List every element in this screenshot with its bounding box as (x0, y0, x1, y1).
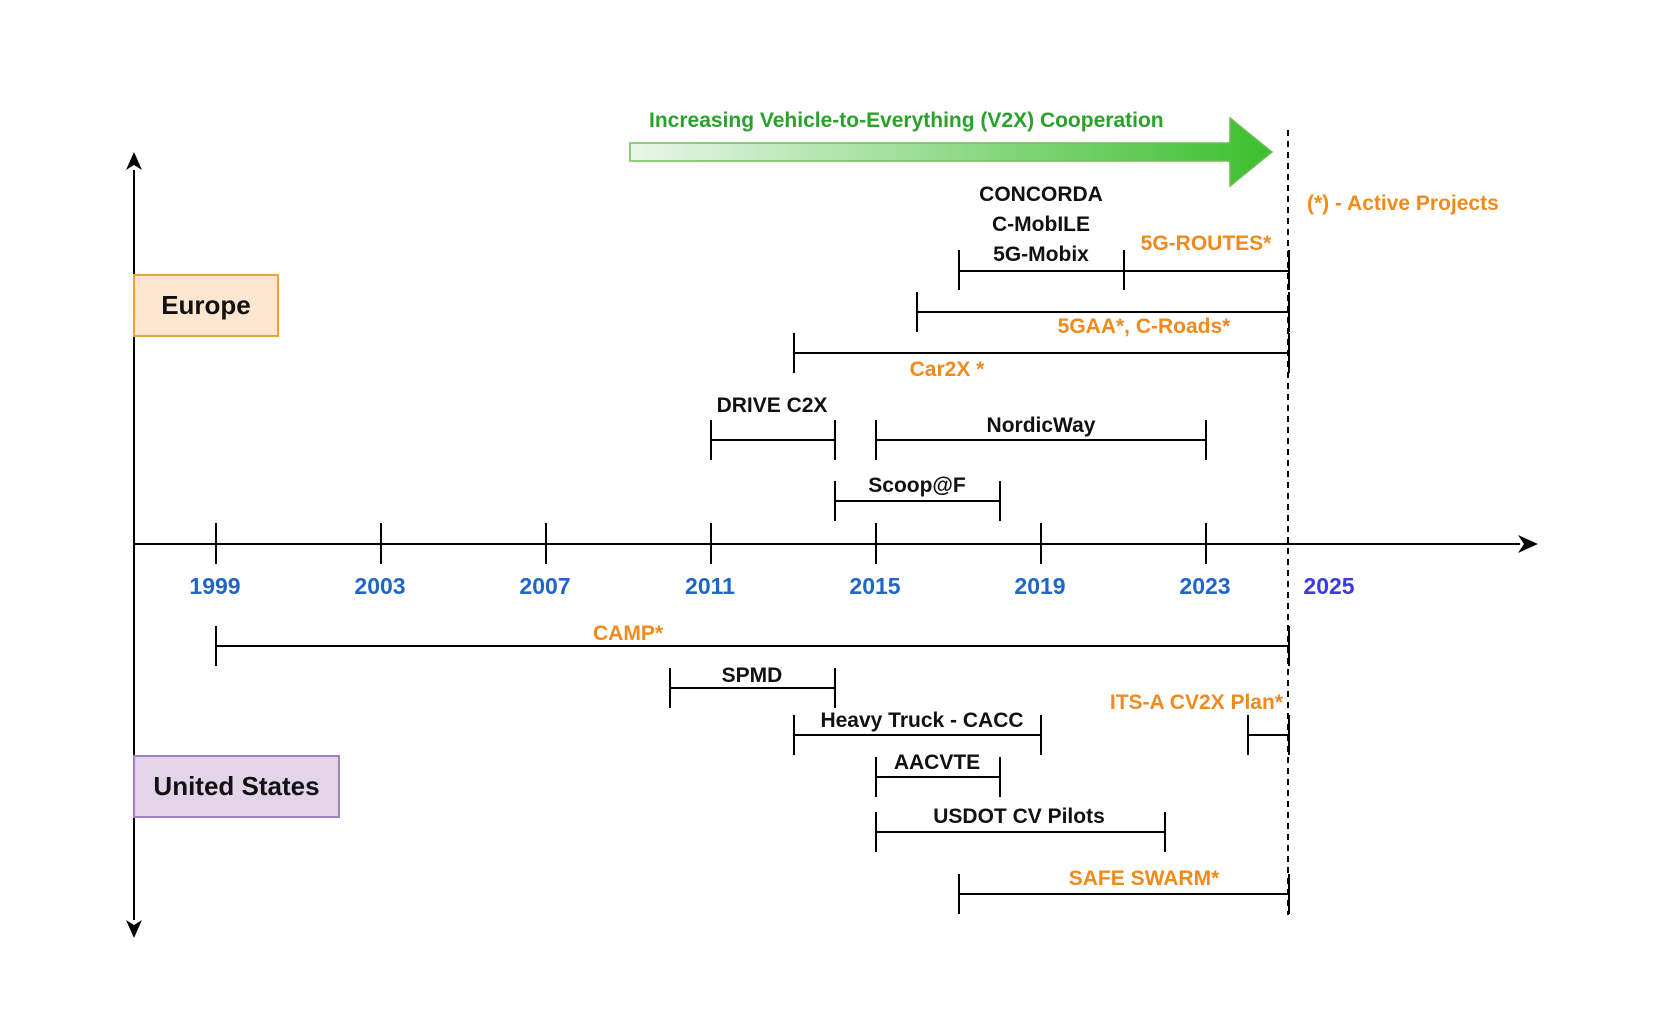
time-axis-arrow (1518, 535, 1538, 553)
project-car2x: Car2X * (909, 358, 985, 381)
region-united-states-label: United States (153, 771, 320, 801)
project-its-a-cv2x-plan: ITS-A CV2X Plan* (1109, 691, 1283, 714)
bar-drive-c2x (710, 420, 836, 460)
bar-usdot (875, 812, 1166, 852)
year-label-2019: 2019 (1014, 573, 1066, 599)
bar-5g-routes (1124, 250, 1290, 290)
project-nordicway: NordicWay (986, 414, 1096, 437)
project-concorda: CONCORDA (979, 183, 1103, 206)
year-label-2003: 2003 (354, 573, 406, 599)
bar-spmd (669, 668, 836, 708)
bar-safe-swarm (958, 874, 1290, 914)
bar-itsa (1247, 715, 1290, 755)
year-label-2011: 2011 (685, 573, 735, 599)
region-europe-label: Europe (161, 290, 251, 320)
bar-scoop (834, 481, 1001, 521)
year-label-2015: 2015 (849, 573, 901, 599)
project-camp: CAMP* (592, 622, 664, 645)
project-c-mobile: C-MobILE (992, 213, 1090, 236)
year-label-2007: 2007 (519, 573, 571, 599)
project-spmd: SPMD (721, 664, 783, 687)
project-drive-c2x: DRIVE C2X (716, 394, 828, 417)
bar-camp (215, 626, 1290, 666)
year-ticks (215, 523, 1207, 564)
vertical-axis-top-arrow (126, 152, 142, 170)
project-5g-mobix: 5G-Mobix (993, 243, 1089, 266)
region-europe: Europe (133, 274, 279, 337)
project-aacvte: AACVTE (893, 751, 981, 774)
bar-5gaa (916, 292, 1290, 332)
project-scoop-f: Scoop@F (868, 474, 966, 497)
bar-heavy-truck (793, 715, 1042, 755)
vertical-axis-bottom-arrow (126, 920, 142, 938)
year-label-1999: 1999 (189, 573, 241, 599)
trend-arrow (629, 116, 1274, 188)
year-label-2025: 2025 (1303, 573, 1355, 599)
year-label-2023: 2023 (1179, 573, 1231, 599)
project-heavy-truck-cacc: Heavy Truck - CACC (820, 709, 1024, 732)
region-united-states: United States (133, 755, 340, 818)
bar-car2x (793, 333, 1290, 373)
bar-nordicway (875, 420, 1207, 460)
project-5gaa-c-roads: 5GAA*, C-Roads* (1057, 315, 1231, 338)
us-project-bars (215, 626, 1290, 914)
project-usdot-cv-pilots: USDOT CV Pilots (933, 805, 1105, 828)
project-safe-swarm: SAFE SWARM* (1068, 867, 1220, 890)
bar-aacvte (875, 757, 1001, 797)
active-projects-note: (*) - Active Projects (1307, 192, 1499, 215)
europe-project-bars (710, 250, 1290, 521)
trend-label: Increasing Vehicle-to-Everything (V2X) C… (649, 109, 1164, 132)
project-5g-routes: 5G-ROUTES* (1140, 232, 1272, 255)
